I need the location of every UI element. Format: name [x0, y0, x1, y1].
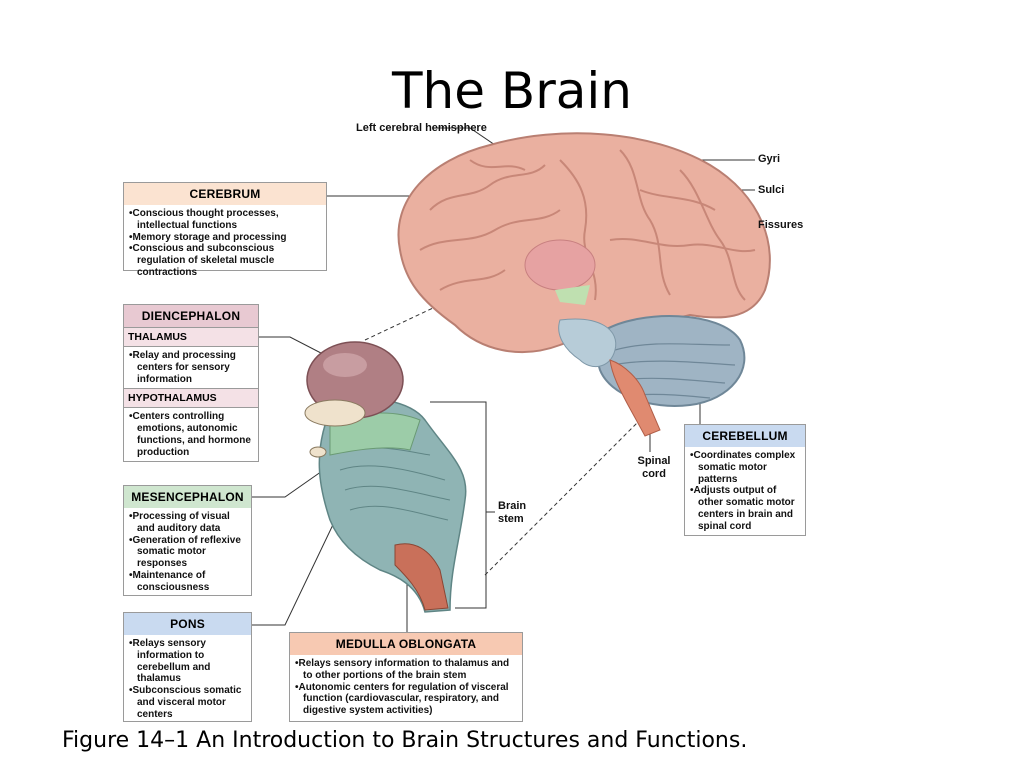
- cerebrum-box: CEREBRUM Conscious thought processes, in…: [123, 182, 327, 278]
- label-spinal-cord: Spinal cord: [637, 455, 671, 480]
- thalamus-heading: THALAMUS: [124, 327, 258, 347]
- list-item: Autonomic centers for regulation of visc…: [294, 682, 518, 717]
- pons-box: PONS Relays sensory information to cereb…: [123, 612, 252, 722]
- thalamus-highlight: [323, 353, 367, 377]
- mesencephalon-box: MESENCEPHALON Processing of visual and a…: [123, 485, 252, 596]
- pons-heading: PONS: [124, 613, 251, 635]
- thalamus-inner: [524, 239, 596, 291]
- bracket-brain-stem: [430, 401, 487, 609]
- hypothalamus-heading: HYPOTHALAMUS: [124, 388, 258, 409]
- label-sulci: Sulci: [758, 184, 785, 196]
- dash-line-lower: [484, 419, 641, 576]
- list-item: Subconscious somatic and visceral motor …: [128, 685, 247, 720]
- mesencephalon-heading: MESENCEPHALON: [124, 486, 251, 508]
- leader-pons: [252, 509, 341, 626]
- pons-brainstem-upper: [558, 318, 617, 368]
- label-gyri: Gyri: [758, 153, 781, 165]
- cerebrum-heading: CEREBRUM: [124, 183, 326, 205]
- limbic-green: [555, 285, 590, 305]
- list-item: Adjusts output of other somatic motor ce…: [689, 485, 801, 532]
- list-item: Generation of reflexive somatic motor re…: [128, 535, 247, 570]
- diencephalon-box: DIENCEPHALON THALAMUS Relay and processi…: [123, 304, 259, 462]
- pineal-nuclei: [304, 399, 366, 427]
- gyri-folds: [419, 149, 756, 301]
- mammillary: [309, 446, 327, 458]
- list-item: Memory storage and processing: [128, 232, 322, 244]
- label-left-hemisphere: Left cerebral hemisphere: [356, 122, 487, 134]
- list-item: Relays sensory information to thalamus a…: [294, 658, 518, 682]
- medulla-box: MEDULLA OBLONGATA Relays sensory informa…: [289, 632, 523, 722]
- slide-title: The Brain: [392, 62, 632, 120]
- label-fissures: Fissures: [758, 219, 804, 231]
- list-item: Processing of visual and auditory data: [128, 511, 247, 535]
- medulla-heading: MEDULLA OBLONGATA: [290, 633, 522, 655]
- spinal-cord-shape: [609, 359, 661, 437]
- medulla-shape: [394, 543, 449, 611]
- list-item: Coordinates complex somatic motor patter…: [689, 450, 801, 485]
- list-item: Conscious and subconscious regulation of…: [128, 243, 322, 278]
- figure-caption: Figure 14–1 An Introduction to Brain Str…: [62, 728, 748, 753]
- list-item: Conscious thought processes, intellectua…: [128, 208, 322, 232]
- cerebellum-box: CEREBELLUM Coordinates complex somatic m…: [684, 424, 806, 536]
- diencephalon-heading: DIENCEPHALON: [124, 305, 258, 327]
- list-item: Relays sensory information to cerebellum…: [128, 638, 247, 685]
- cerebellum-heading: CEREBELLUM: [685, 425, 805, 447]
- list-item: Centers controlling emotions, autonomic …: [128, 411, 254, 458]
- list-item: Relay and processing centers for sensory…: [128, 350, 254, 385]
- label-brain-stem: Brain stem: [498, 500, 527, 525]
- list-item: Maintenance of consciousness: [128, 570, 247, 594]
